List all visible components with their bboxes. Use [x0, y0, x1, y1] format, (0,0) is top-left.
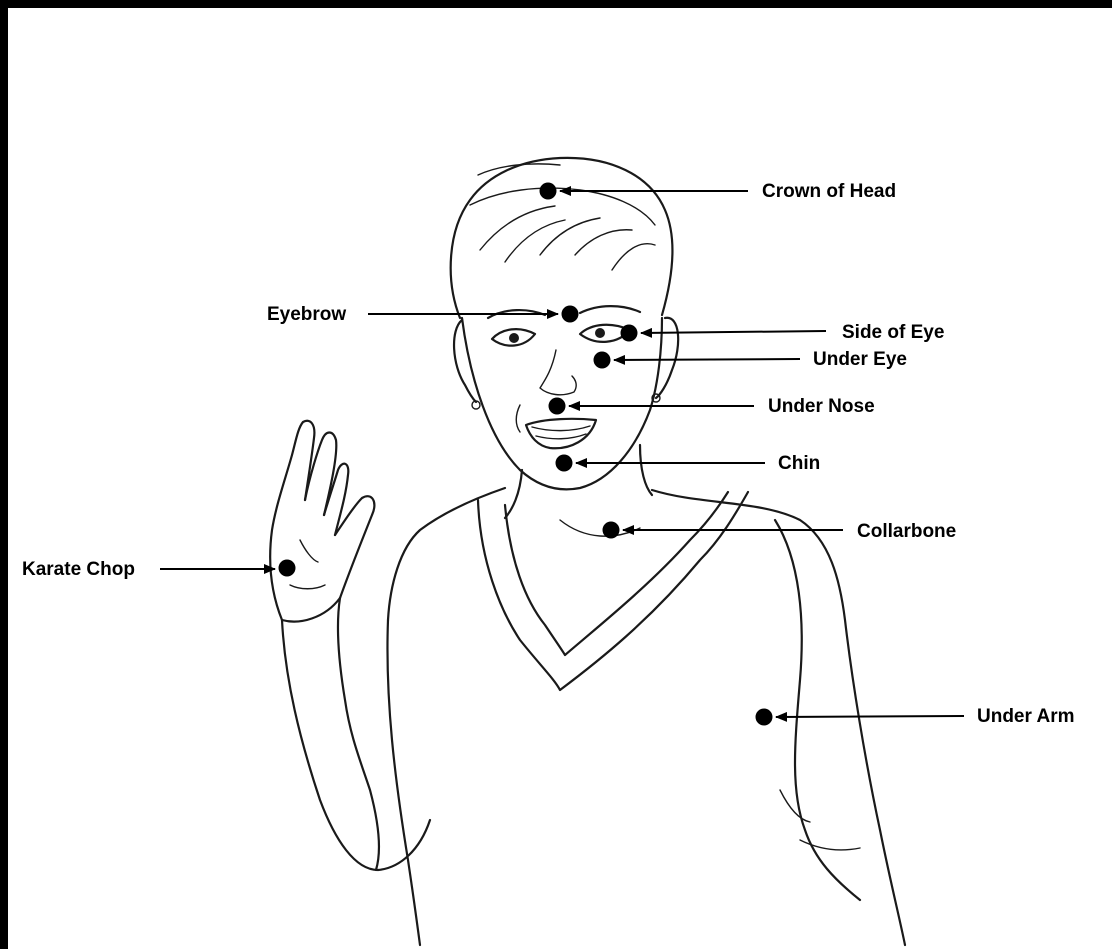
raised-hand — [270, 421, 314, 620]
label-chin: Chin — [778, 453, 820, 474]
under-eye-dot — [594, 352, 611, 369]
point-crown-of-head: Crown of Head — [540, 181, 897, 202]
under-arm-dot — [756, 709, 773, 726]
point-side-of-eye: Side of Eye — [621, 322, 945, 343]
hair — [451, 158, 673, 318]
point-eyebrow: Eyebrow — [267, 304, 579, 325]
torso — [388, 488, 505, 620]
karate-chop-dot — [279, 560, 296, 577]
label-under-nose: Under Nose — [768, 396, 875, 417]
label-crown-of-head: Crown of Head — [762, 181, 896, 202]
crown-dot — [540, 183, 557, 200]
side-of-eye-dot — [621, 325, 638, 342]
chin-dot — [556, 455, 573, 472]
eyebrow-dot — [562, 306, 579, 323]
label-under-arm: Under Arm — [977, 706, 1074, 727]
point-under-nose: Under Nose — [549, 396, 875, 417]
person-illustration — [270, 158, 905, 945]
point-chin: Chin — [556, 453, 821, 474]
label-eyebrow: Eyebrow — [267, 304, 346, 325]
point-collarbone: Collarbone — [603, 521, 957, 542]
label-collarbone: Collarbone — [857, 521, 956, 542]
collarbone-dot — [603, 522, 620, 539]
point-under-eye: Under Eye — [594, 349, 907, 370]
label-under-eye: Under Eye — [813, 349, 907, 370]
under-nose-dot — [549, 398, 566, 415]
tapping-points: Crown of Head Eyebrow Side of Eye Under … — [22, 181, 1074, 727]
label-side-of-eye: Side of Eye — [842, 322, 944, 343]
point-under-arm: Under Arm — [756, 706, 1075, 727]
label-karate-chop: Karate Chop — [22, 559, 135, 580]
point-karate-chop: Karate Chop — [22, 559, 296, 580]
